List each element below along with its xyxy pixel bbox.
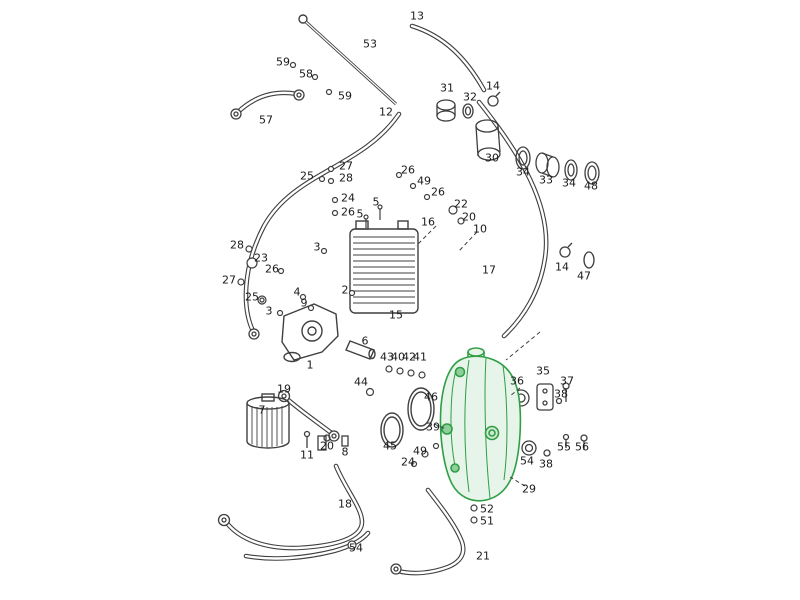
oil-cooler xyxy=(349,220,419,314)
oil-pump xyxy=(281,303,376,363)
hose-group xyxy=(223,23,549,576)
seal-rings xyxy=(515,146,600,269)
filler-neck xyxy=(436,91,501,161)
gasket-rings xyxy=(380,387,435,448)
fasteners xyxy=(237,61,478,550)
oil-tank-highlighted[interactable] xyxy=(439,347,522,502)
tank-bracket xyxy=(512,382,588,457)
dipstick xyxy=(298,14,398,106)
filter-bracket xyxy=(303,430,349,451)
oil-filter xyxy=(246,393,290,449)
hose-end-fittings xyxy=(217,89,402,575)
leader-lines xyxy=(415,225,541,487)
